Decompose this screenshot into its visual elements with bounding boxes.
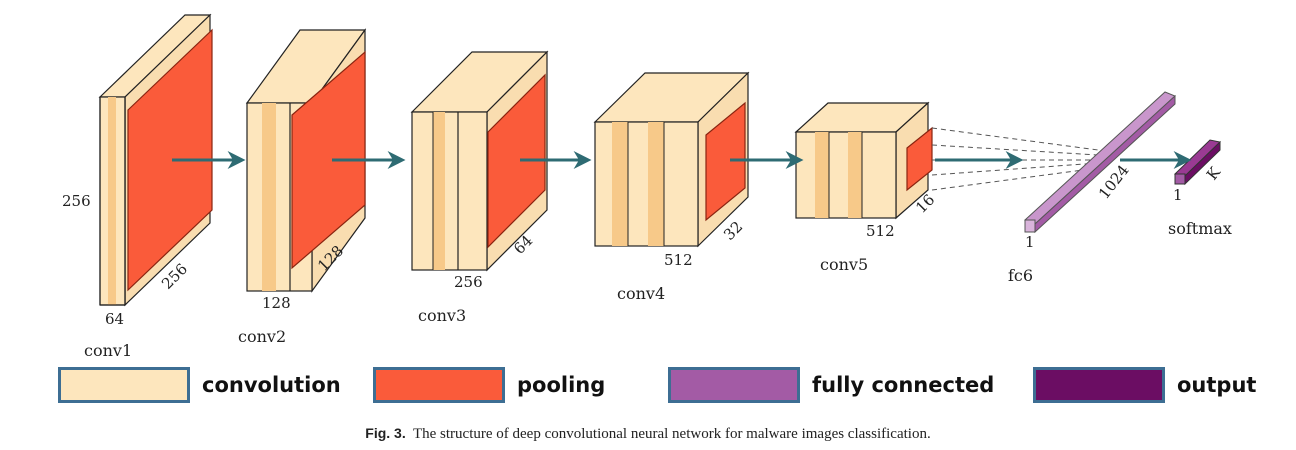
conv1-height-label: 256 (62, 192, 91, 210)
conv5-width-label: 512 (866, 222, 895, 240)
softmax-layer-label: softmax (1168, 219, 1232, 238)
conv1-layer-label: conv1 (84, 341, 132, 360)
conv1-pooling-face (127, 28, 213, 292)
legend-fully-connected: fully connected (668, 363, 994, 407)
legend-convolution: convolution (58, 363, 341, 407)
legend-convolution-swatch (58, 367, 190, 403)
conv3-block (410, 50, 549, 272)
legend-convolution-label: convolution (202, 373, 341, 397)
legend-output-swatch (1033, 367, 1165, 403)
conv4-depth-label: 32 (720, 218, 746, 244)
legend-pooling-swatch (373, 367, 505, 403)
legend-output: output (1033, 363, 1256, 407)
conv4-block (593, 71, 750, 248)
softmax-width-label: 1 (1173, 186, 1183, 204)
conv1-width-label: 64 (105, 310, 124, 328)
conv3-width-label: 256 (454, 273, 483, 291)
conv3-layer-label: conv3 (418, 306, 466, 325)
legend-pooling: pooling (373, 363, 605, 407)
conv4-width-label: 512 (664, 251, 693, 269)
conv2-layer-label: conv2 (238, 327, 286, 346)
fc6-block (1024, 91, 1176, 234)
fc6-width-label: 1 (1025, 233, 1035, 251)
conv5-layer-label: conv5 (820, 255, 868, 274)
conv4-layer-label: conv4 (617, 284, 665, 303)
fc6-layer-label: fc6 (1008, 266, 1033, 285)
cnn-architecture-diagram: 256 64 256 conv1 128 128 conv2 256 64 co… (62, 13, 1232, 360)
conv3-pooling-face (487, 73, 546, 249)
conv1-block (98, 13, 213, 307)
conv2-pooling-face (291, 50, 366, 270)
conv2-block (245, 28, 367, 293)
legend-output-label: output (1177, 373, 1257, 397)
legend-fully-connected-label: fully connected (812, 373, 995, 397)
figure-caption-prefix: Fig. 3. (365, 425, 406, 441)
figure-caption-text: The structure of deep convolutional neur… (412, 426, 931, 442)
conv2-width-label: 128 (262, 294, 291, 312)
softmax-depth-label: K (1203, 163, 1225, 184)
legend-fully-connected-swatch (668, 367, 800, 403)
figure-caption: Fig. 3. The structure of deep convolutio… (0, 425, 1296, 443)
conv4-pooling-face (705, 101, 746, 222)
conv5-pooling-face (906, 126, 933, 192)
legend-pooling-label: pooling (517, 373, 606, 397)
conv5-block (794, 101, 933, 220)
